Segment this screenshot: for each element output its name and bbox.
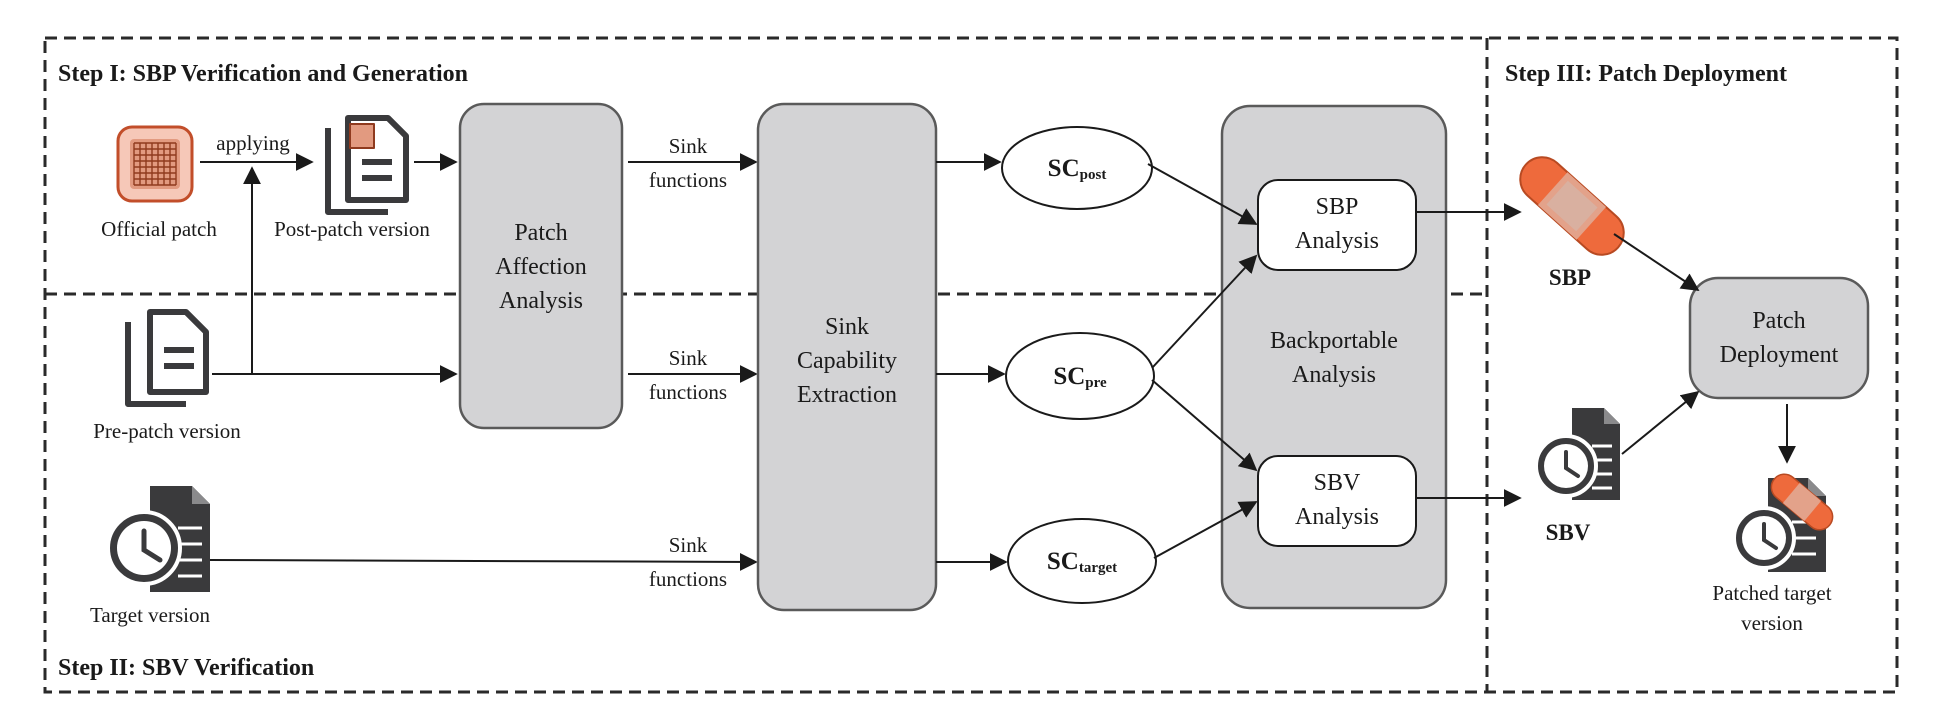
sbv-output-label: SBV	[1546, 520, 1591, 545]
svg-text:functions: functions	[649, 567, 727, 591]
svg-text:Sink: Sink	[825, 314, 869, 340]
post-patch-label: Post-patch version	[274, 217, 430, 241]
sc-post-node: SCpost	[1001, 126, 1153, 210]
svg-text:Patch: Patch	[1752, 308, 1805, 334]
svg-text:Deployment: Deployment	[1720, 342, 1839, 368]
svg-text:Backportable: Backportable	[1270, 328, 1398, 354]
svg-text:Analysis: Analysis	[1292, 362, 1376, 388]
official-patch-label: Official patch	[101, 217, 217, 241]
target-to-extraction-arrow	[209, 552, 758, 571]
outer-frame	[43, 36, 1899, 694]
svg-text:SCpost: SCpost	[1048, 155, 1107, 183]
svg-text:SBP: SBP	[1316, 194, 1359, 220]
sink-functions-label-target: Sink	[669, 533, 708, 557]
sbv-to-deployment-arrow	[1621, 390, 1700, 455]
post-patch-document-icon	[325, 115, 409, 215]
official-patch-icon	[116, 125, 194, 203]
target-version-icon	[106, 486, 210, 592]
sbp-to-deployment-arrow	[1613, 233, 1700, 291]
svg-text:Patch: Patch	[514, 220, 567, 246]
svg-text:Analysis: Analysis	[1295, 228, 1379, 254]
step2-title: Step II: SBV Verification	[58, 655, 314, 681]
svg-text:Affection: Affection	[495, 254, 587, 280]
step1-title: Step I: SBP Verification and Generation	[58, 61, 468, 87]
svg-text:SCtarget: SCtarget	[1047, 548, 1117, 576]
step-regions	[43, 36, 1899, 694]
sbv-analysis-box: SBV Analysis	[1257, 455, 1417, 547]
svg-text:functions: functions	[649, 168, 727, 192]
patched-target-label-line2: version	[1741, 611, 1803, 635]
svg-text:Analysis: Analysis	[1295, 504, 1379, 530]
sbp-analysis-box: SBP Analysis	[1257, 179, 1417, 271]
sc-pre-node: SCpre	[1005, 332, 1155, 420]
svg-text:Analysis: Analysis	[499, 288, 583, 314]
sc-target-node: SCtarget	[1007, 518, 1157, 604]
svg-text:SBV: SBV	[1314, 470, 1361, 496]
sc-post-to-sbp-arrow	[1147, 163, 1258, 225]
patch-deployment-box: Patch Deployment	[1688, 276, 1870, 400]
svg-text:SCpre: SCpre	[1053, 363, 1107, 391]
target-version-label: Target version	[90, 603, 211, 627]
sbv-clock-document-icon	[1534, 408, 1620, 500]
svg-text:functions: functions	[649, 380, 727, 404]
patched-target-version-icon	[1732, 473, 1834, 572]
sbp-bandage-icon	[1519, 156, 1625, 256]
pre-patch-document-icon	[125, 309, 209, 407]
patched-target-label-line1: Patched target	[1712, 581, 1831, 605]
step3-title: Step III: Patch Deployment	[1505, 61, 1787, 87]
sc-target-to-sbv-arrow	[1153, 501, 1258, 559]
sink-capability-extraction-box: Sink Capability Extraction	[756, 102, 938, 612]
applying-label: applying	[216, 131, 290, 155]
svg-text:Capability: Capability	[797, 348, 897, 374]
sc-pre-to-sbv-arrow	[1151, 379, 1258, 472]
sbp-output-label: SBP	[1549, 265, 1591, 290]
svg-text:Extraction: Extraction	[797, 382, 897, 408]
sink-functions-label-pre: Sink	[669, 346, 708, 370]
patch-affection-analysis-box: Patch Affection Analysis	[458, 102, 624, 430]
sc-pre-to-sbp-arrow	[1151, 254, 1258, 369]
sink-functions-label-post: Sink	[669, 134, 708, 158]
pre-patch-label: Pre-patch version	[93, 419, 241, 443]
